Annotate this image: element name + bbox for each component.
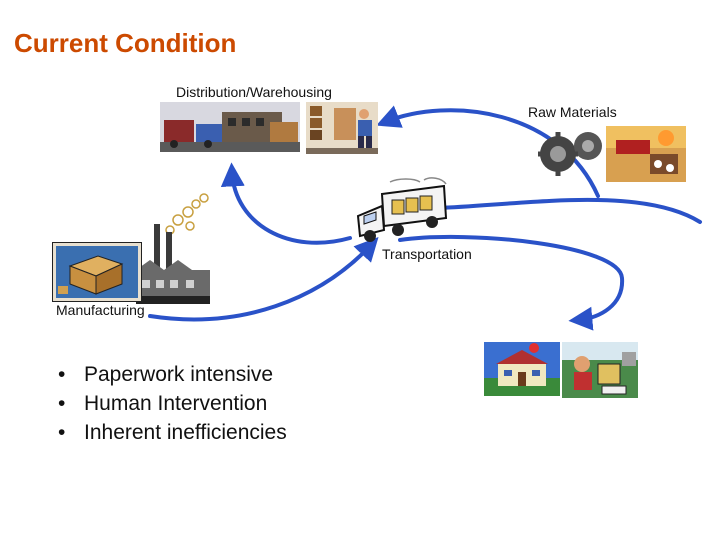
arrow-transport-to-retail [398,234,625,331]
boxes-clipart [52,242,142,302]
raw-materials-label: Raw Materials [528,104,617,120]
slide-title: Current Condition [14,28,237,58]
worker-clipart [306,102,378,154]
arrow-manufacturing-to-transport [148,236,379,322]
smoke-clipart [165,193,209,235]
store-clipart [484,342,560,396]
arrow-transport-to-raw [436,197,702,224]
bullet-dot: • [58,392,66,415]
gears-clipart [538,132,602,176]
arrow-raw-to-distribution [376,105,600,198]
factory-clipart [136,224,210,304]
manufacturing-label: Manufacturing [56,302,145,318]
arrow-transport-to-distribution [220,162,352,245]
bullet-dot: • [58,421,66,444]
distribution-label: Distribution/Warehousing [176,84,332,100]
bullet-item: •Paperwork intensive [58,360,287,389]
bullet-list: •Paperwork intensive •Human Intervention… [58,360,287,447]
warehouse-clipart [160,102,300,152]
shopping-clipart [562,342,638,398]
farm-clipart [606,126,686,182]
truck-clipart [356,177,448,242]
bullet-item: •Inherent inefficiencies [58,418,287,447]
bullet-item: •Human Intervention [58,389,287,418]
transportation-label: Transportation [382,246,472,262]
bullet-dot: • [58,363,66,386]
